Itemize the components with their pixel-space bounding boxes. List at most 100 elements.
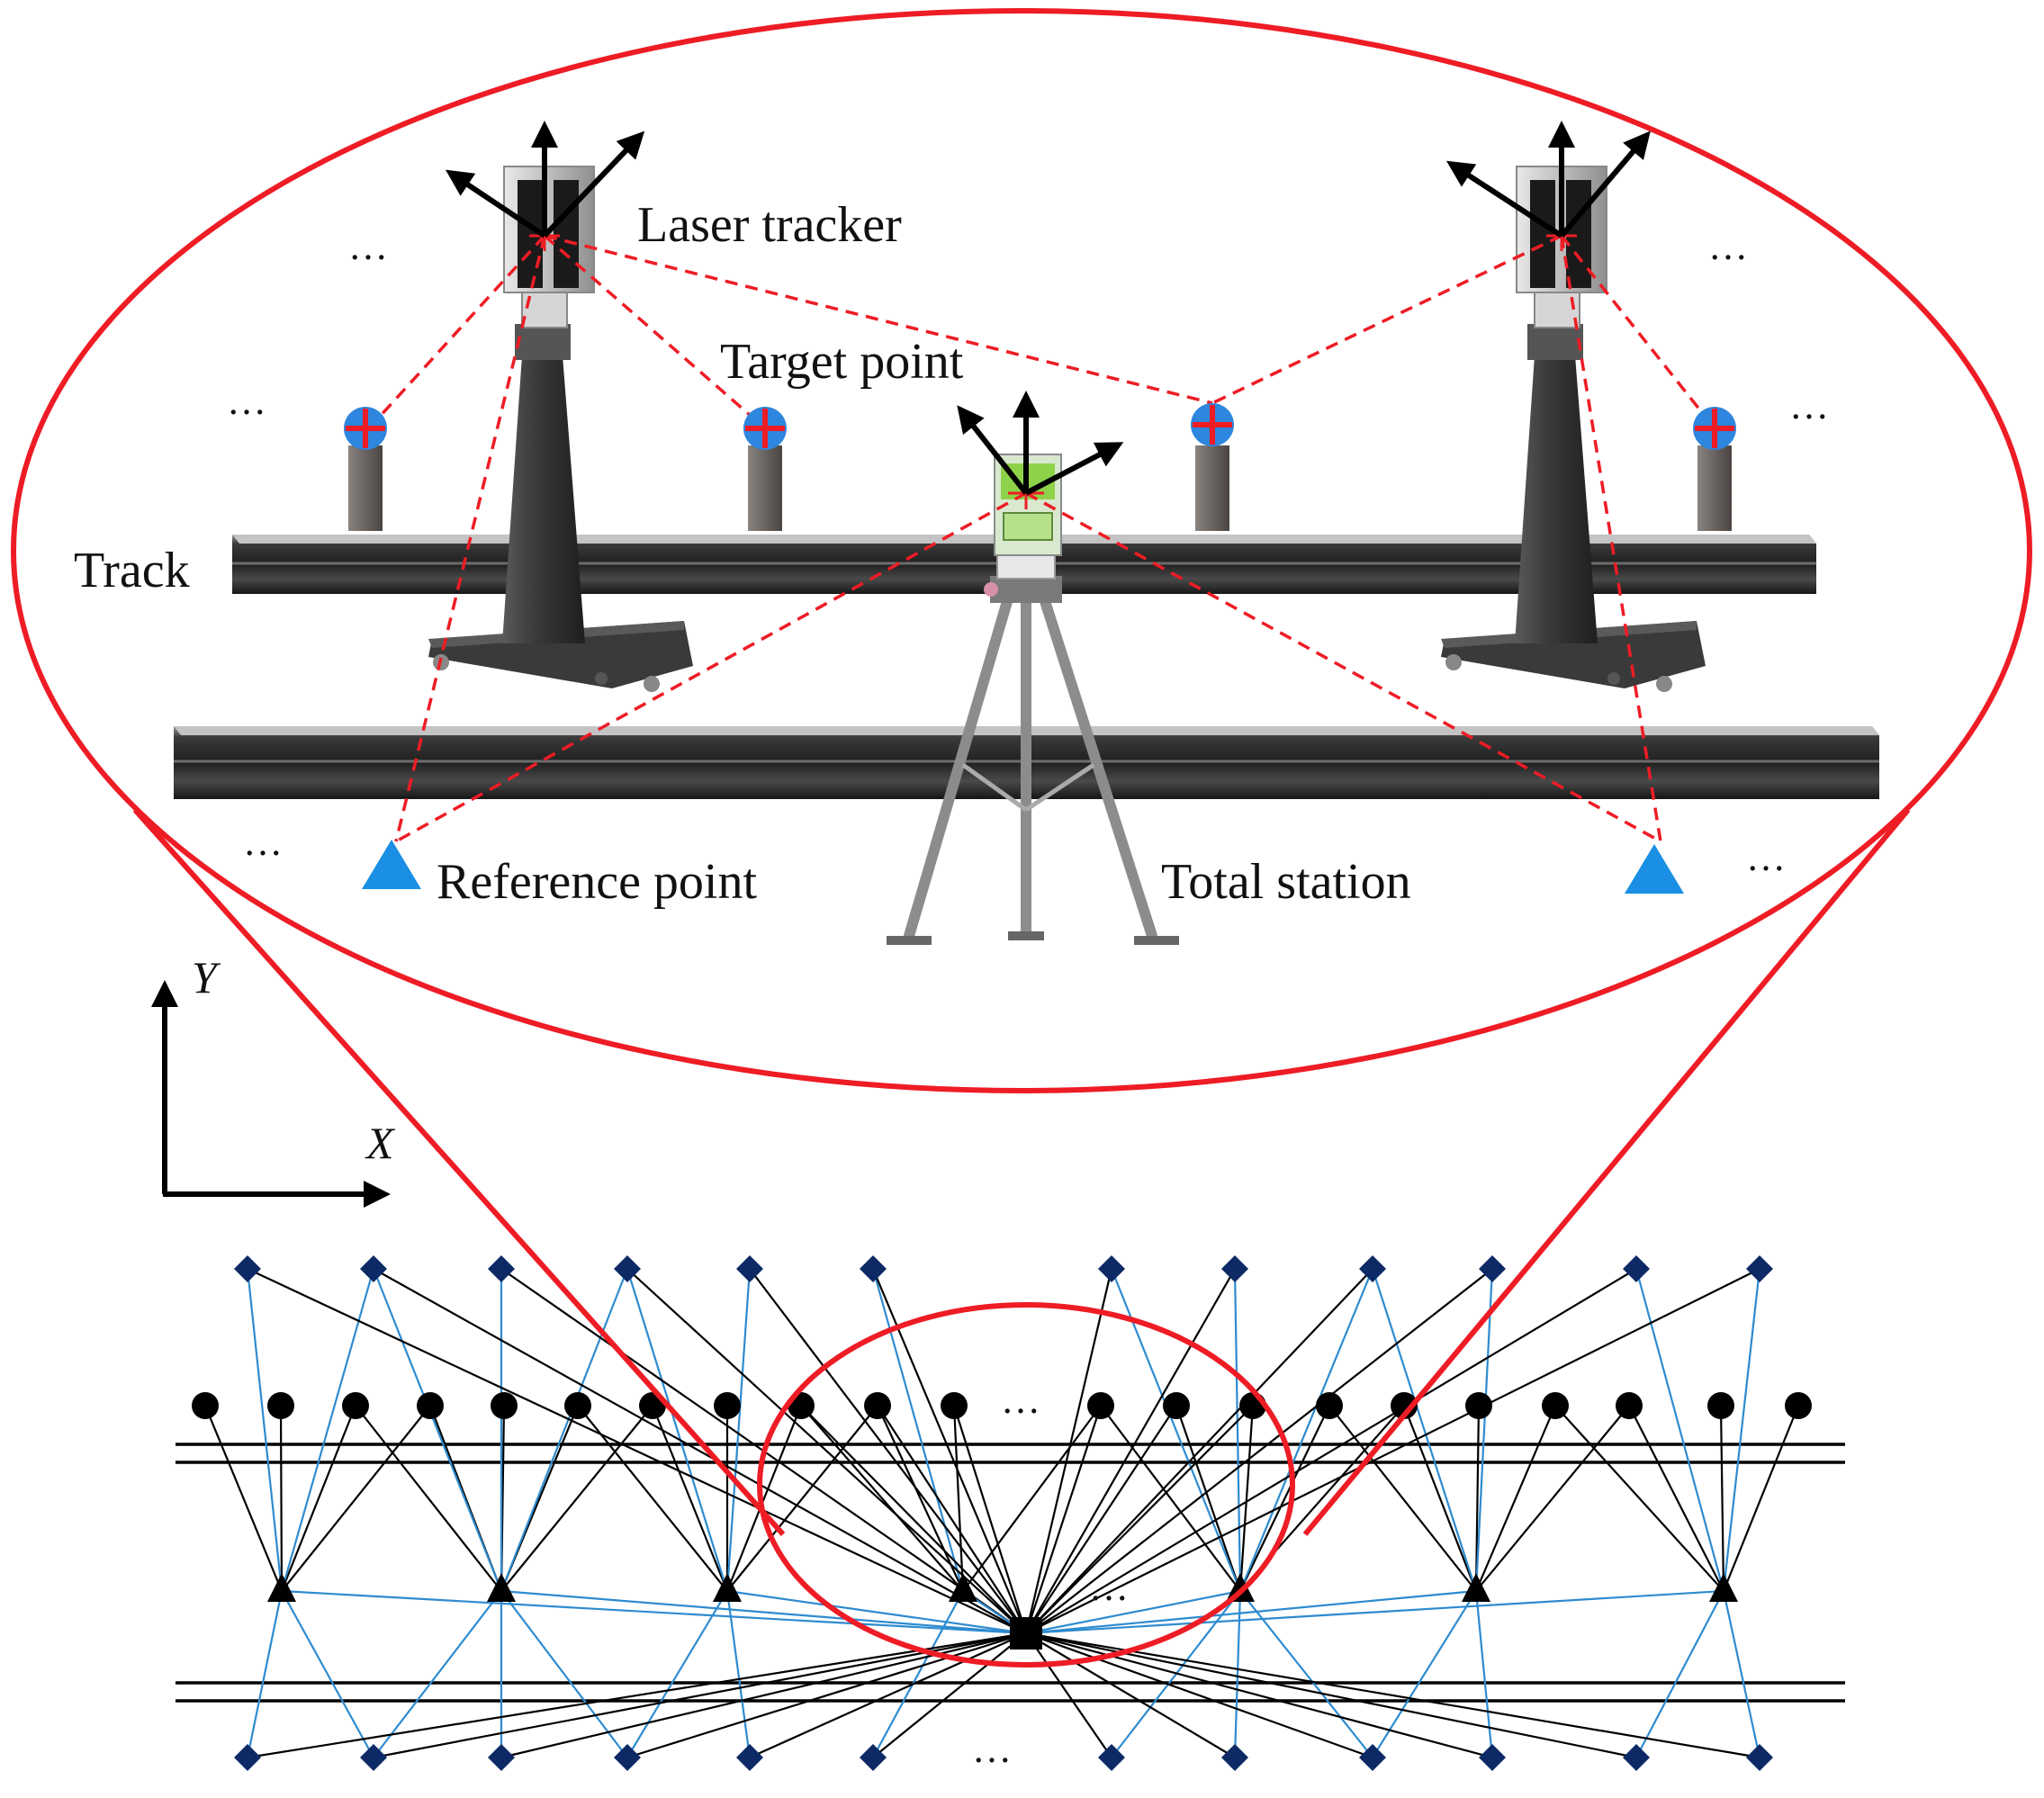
zoom-region-ellipse (757, 1302, 1295, 1668)
control-observation-line (246, 1590, 284, 1758)
target-point-marker (1616, 1392, 1643, 1419)
control-observation-line (246, 1268, 284, 1592)
station-observation-line (1025, 1268, 1373, 1634)
control-observation-line (1722, 1268, 1761, 1592)
target-point-marker (1163, 1392, 1190, 1419)
laser-tracker-icon (428, 166, 693, 692)
control-point-marker (736, 1255, 763, 1282)
observation-line (877, 1405, 964, 1592)
control-point-marker (860, 1255, 887, 1282)
observation-line (280, 1405, 357, 1592)
station-observation-line (1025, 1632, 1637, 1759)
continuation-ellipses: … … … … … … (227, 224, 1831, 879)
station-observation-line (1025, 1632, 1236, 1758)
target-point-marker (192, 1392, 219, 1419)
control-observation-line (872, 1590, 964, 1758)
svg-text:…: … (1746, 835, 1787, 879)
station-observation-line (626, 1268, 1027, 1634)
control-point-marker (1479, 1744, 1506, 1771)
control-observation-line (1474, 1590, 1494, 1758)
observation-line (1554, 1405, 1724, 1592)
station-observation-line (871, 1268, 1028, 1634)
station-observation-line (952, 1405, 1028, 1634)
observation-line (1328, 1405, 1477, 1592)
reference-point-marker (1226, 1573, 1255, 1602)
svg-text:…: … (348, 224, 390, 268)
observation-line (1239, 1405, 1330, 1592)
observation-line (279, 1405, 284, 1592)
control-point-marker (736, 1744, 763, 1771)
axis-x-label: X (365, 1118, 396, 1168)
station-observation-line (1025, 1268, 1236, 1634)
total-station-label: Total station (1161, 854, 1411, 910)
svg-text:…: … (1789, 383, 1831, 427)
observation-line (962, 1405, 1102, 1592)
observation-line (1719, 1405, 1725, 1592)
station-observation-line (800, 1405, 1027, 1634)
target-point-marker (1785, 1392, 1812, 1419)
control-point-marker (1221, 1744, 1248, 1771)
observation-line (726, 1405, 878, 1592)
station-observation-line (247, 1268, 1027, 1634)
target-point-marker (941, 1392, 968, 1419)
observation-line (1475, 1405, 1630, 1592)
station-observation-line (1025, 1268, 1760, 1634)
target-point-marker (342, 1392, 369, 1419)
station-observation-line (1025, 1632, 1760, 1759)
coordinate-axes-icon: Y X (151, 952, 396, 1208)
station-observation-line (877, 1405, 1027, 1634)
target-point-marker (1316, 1392, 1343, 1419)
reference-point-icon (362, 840, 1684, 894)
reference-point-marker (713, 1573, 742, 1602)
control-point-marker (360, 1255, 387, 1282)
control-point-marker (1359, 1255, 1386, 1282)
station-observation-line (749, 1632, 1027, 1759)
station-observation-line (500, 1589, 1027, 1635)
station-observation-line (1024, 1405, 1103, 1634)
observation-line (1474, 1405, 1557, 1592)
station-observation-line (1024, 1268, 1113, 1634)
control-observation-line (500, 1268, 629, 1592)
svg-text:…: … (227, 379, 268, 423)
control-observation-line (626, 1590, 728, 1758)
control-observation-line (871, 1268, 965, 1592)
control-observation-line (1371, 1268, 1478, 1592)
reference-point-marker (949, 1573, 977, 1602)
control-point-marker (1746, 1255, 1773, 1282)
control-observation-line (372, 1268, 503, 1592)
control-point-marker (614, 1255, 641, 1282)
station-observation-line (373, 1632, 1027, 1759)
observation-line (1100, 1405, 1241, 1592)
observation-line (651, 1405, 729, 1592)
control-point-marker (614, 1744, 641, 1771)
track-label: Track (74, 543, 190, 598)
control-observation-line (1635, 1590, 1724, 1758)
target-posts (348, 445, 1732, 531)
control-point-marker (1221, 1255, 1248, 1282)
station-observation-line (749, 1268, 1027, 1634)
observation-lines-dashed (367, 234, 1716, 843)
target-point-marker (491, 1392, 518, 1419)
control-observation-line (725, 1590, 752, 1758)
control-observation-line (626, 1268, 729, 1592)
target-point-marker (564, 1392, 591, 1419)
observation-line (1474, 1405, 1481, 1592)
svg-text:…: … (1708, 224, 1750, 268)
station-observation-line (1025, 1268, 1493, 1634)
control-point-marker (360, 1744, 387, 1771)
station-observation-line (373, 1268, 1027, 1634)
target-point-icon (344, 403, 1736, 450)
station-observation-line (872, 1632, 1027, 1758)
station-observation-line (1025, 1589, 1724, 1635)
control-observation-line (1233, 1590, 1242, 1758)
target-point-marker (1087, 1392, 1114, 1419)
svg-text:…: … (243, 820, 284, 864)
observation-line (800, 1405, 964, 1592)
target-point-marker (1391, 1392, 1418, 1419)
station-observation-line (1025, 1405, 1177, 1634)
control-observation-line (1474, 1268, 1494, 1592)
control-observation-line (281, 1590, 374, 1758)
control-point-marker (1098, 1255, 1125, 1282)
station-observation-line (1025, 1405, 1254, 1634)
